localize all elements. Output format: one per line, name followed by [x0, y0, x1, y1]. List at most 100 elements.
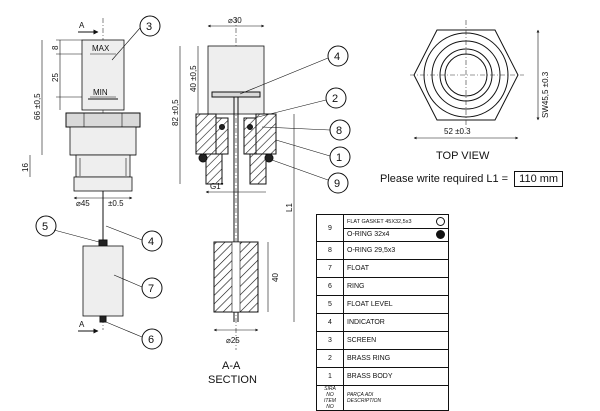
oring-inner-right [247, 124, 253, 130]
item-desc: BRASS BODY [343, 367, 449, 386]
callout-8-circle [329, 119, 351, 141]
body-wall-left [195, 113, 217, 155]
dim-66: 66 ±0,5 [33, 93, 42, 120]
dim-16: 16 [21, 163, 30, 172]
item-no: 7 [316, 259, 344, 278]
dim-8: 8 [51, 45, 60, 50]
section-label-top: A [79, 21, 85, 30]
front-view: A MAX MIN 8 25 66 ±0,5 16 ⌀45 ±0.5 [21, 18, 141, 334]
item-desc: BRASS RING [343, 349, 449, 368]
dim-sw: SW45,5 ±0.3 [541, 71, 550, 118]
item-no: 5 [316, 295, 344, 314]
hex-nut [65, 112, 141, 128]
item-no: 2 [316, 349, 344, 368]
leader-7 [113, 274, 143, 288]
dim-40-05: 40 ±0,5 [189, 65, 198, 92]
item-no: 6 [316, 277, 344, 296]
header-no-tr: SIRA NO [324, 386, 336, 398]
screen-section [207, 45, 265, 115]
callout-2-circle [325, 87, 347, 109]
float [82, 245, 124, 317]
leader-4 [239, 57, 329, 95]
dim-52: 52 ±0.3 [444, 127, 471, 136]
ring-bottom [99, 315, 107, 323]
item-no: 8 [316, 241, 344, 260]
top-view-title: TOP VIEW [436, 150, 490, 162]
dim-25: 25 [51, 73, 60, 82]
dim-l1: L1 [285, 203, 294, 212]
item-desc: RING [343, 277, 449, 296]
open-circle-icon [436, 216, 445, 226]
thread-wall-right [249, 153, 267, 185]
item-desc-multi: FLAT GASKET 45X32,5x3 O-RING 32x4 [343, 214, 449, 242]
item-desc: SCREEN [343, 331, 449, 350]
leader-3 [111, 27, 141, 61]
dim-tol05: ±0.5 [108, 199, 124, 208]
screen-window [81, 39, 125, 111]
header-desc-en: DESCRIPTION [347, 398, 382, 404]
min-label: MIN [93, 88, 108, 97]
item-no: 9 [316, 214, 344, 242]
callout-8: 8 [336, 125, 342, 137]
leader-6-bottom [105, 321, 143, 338]
dim-82-05: 82 ±0,5 [171, 99, 180, 126]
thread-lower [73, 176, 133, 192]
callout-6b-circle [141, 328, 163, 350]
l1-note-text: Please write required L1 = [380, 173, 509, 185]
callouts: 3 4 2 8 1 9 5 4 7 6 [35, 15, 351, 350]
l1-value-box[interactable]: 110 mm [514, 171, 564, 187]
callout-1-circle [329, 146, 351, 168]
dim-g1: G1" [210, 182, 224, 191]
brass-body [69, 126, 137, 156]
item-desc: O-RING 29,5x3 [343, 241, 449, 260]
top-view: SW45,5 ±0.3 52 ±0.3 TOP VIEW [410, 20, 550, 162]
item-desc-9b: O-RING 32x4 [347, 230, 390, 238]
ring-top [98, 239, 108, 247]
callout-6-bottom: 6 [148, 334, 154, 346]
callout-1: 1 [336, 152, 342, 164]
header-no: SIRA NO ITEM NO [316, 385, 344, 411]
callout-5-circle [141, 230, 163, 252]
max-label: MAX [92, 44, 110, 53]
header-desc: PARÇA ADI DESCRIPTION [343, 385, 449, 411]
header-desc-tr: PARÇA ADI [347, 392, 374, 398]
float-bore [231, 241, 241, 313]
dim-dia45: ⌀45 [76, 199, 90, 208]
oring-inner-left [219, 124, 225, 130]
leader-6-top [53, 229, 100, 243]
section-label-bottom: A [79, 320, 85, 329]
leader-9 [271, 159, 329, 181]
item-no: 3 [316, 331, 344, 350]
callout-9: 9 [334, 178, 340, 190]
item-no: 1 [316, 367, 344, 386]
oring-right [264, 153, 274, 163]
item-no: 4 [316, 313, 344, 332]
dim-40: 40 [271, 273, 280, 282]
brass-ring-right [243, 117, 257, 155]
table-header: SIRA NO ITEM NO PARÇA ADI DESCRIPTION [316, 385, 449, 411]
callout-5: 4 [148, 236, 154, 248]
thread-wall-left [205, 153, 223, 185]
body-wall-right [255, 113, 277, 155]
leader-2 [253, 99, 327, 119]
callout-6a-circle [35, 215, 57, 237]
section-title-2: SECTION [208, 374, 257, 386]
leader-5 [105, 225, 143, 241]
dim-dia30: ⌀30 [228, 16, 242, 25]
item-desc: FLOAT LEVEL [343, 295, 449, 314]
callout-4-circle [327, 45, 349, 67]
item-desc: FLOAT [343, 259, 449, 278]
oring-left [198, 153, 208, 163]
section-view: ⌀30 40 ±0,5 82 ±0,5 G1" L1 40 ⌀25 [171, 16, 295, 386]
section-title-1: A-A [222, 360, 241, 372]
callout-7: 7 [148, 283, 154, 295]
filled-circle-icon [436, 229, 445, 239]
